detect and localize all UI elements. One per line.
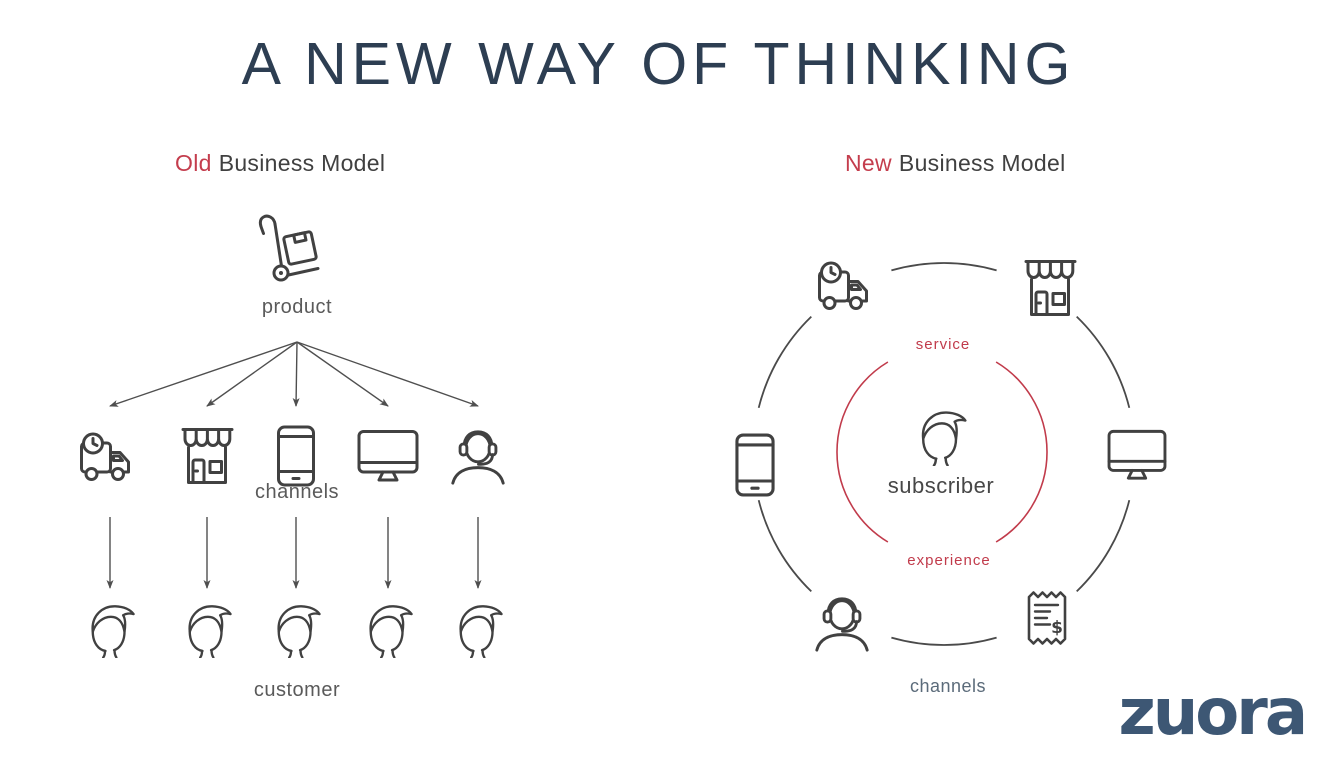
smartphone-icon	[274, 424, 318, 488]
page-title: A NEW WAY OF THINKING	[241, 31, 1076, 97]
ring-arcs	[757, 262, 1131, 646]
channels-label: channels	[254, 481, 340, 503]
product-label: product	[261, 296, 333, 318]
fan-arrows	[109, 341, 479, 407]
person-icon	[359, 598, 417, 660]
desktop-icon	[356, 428, 420, 484]
tablet-icon	[732, 432, 778, 498]
storefront-icon	[1018, 256, 1082, 320]
channels-label: channels	[909, 676, 987, 696]
old-model-heading-rest: Business Model	[218, 150, 386, 176]
customer-label: customer	[253, 679, 341, 701]
delivery-truck-icon	[76, 430, 144, 482]
person-icon	[178, 598, 236, 660]
delivery-truck-icon	[814, 259, 882, 311]
person-icon	[911, 404, 971, 468]
zuora-logo: zuora	[1118, 676, 1308, 750]
desktop-icon	[1106, 428, 1168, 482]
person-icon	[267, 598, 325, 660]
new-model-heading-rest: Business Model	[898, 150, 1066, 176]
support-agent-icon	[446, 425, 510, 487]
hand-truck-icon	[250, 212, 322, 284]
storefront-icon	[175, 424, 239, 488]
experience-label: experience	[907, 552, 991, 569]
new-model-heading-highlight: New	[845, 150, 892, 176]
person-icon	[449, 598, 507, 660]
billing-receipt-icon	[1022, 586, 1072, 650]
person-icon	[81, 598, 139, 660]
service-label: service	[915, 336, 971, 353]
subscriber-label: subscriber	[887, 473, 995, 498]
new-model-diagram: service experience subscriber channels	[698, 222, 1198, 702]
old-model-heading-highlight: Old	[175, 150, 212, 176]
support-agent-icon	[811, 592, 873, 654]
down-arrows	[106, 517, 482, 589]
